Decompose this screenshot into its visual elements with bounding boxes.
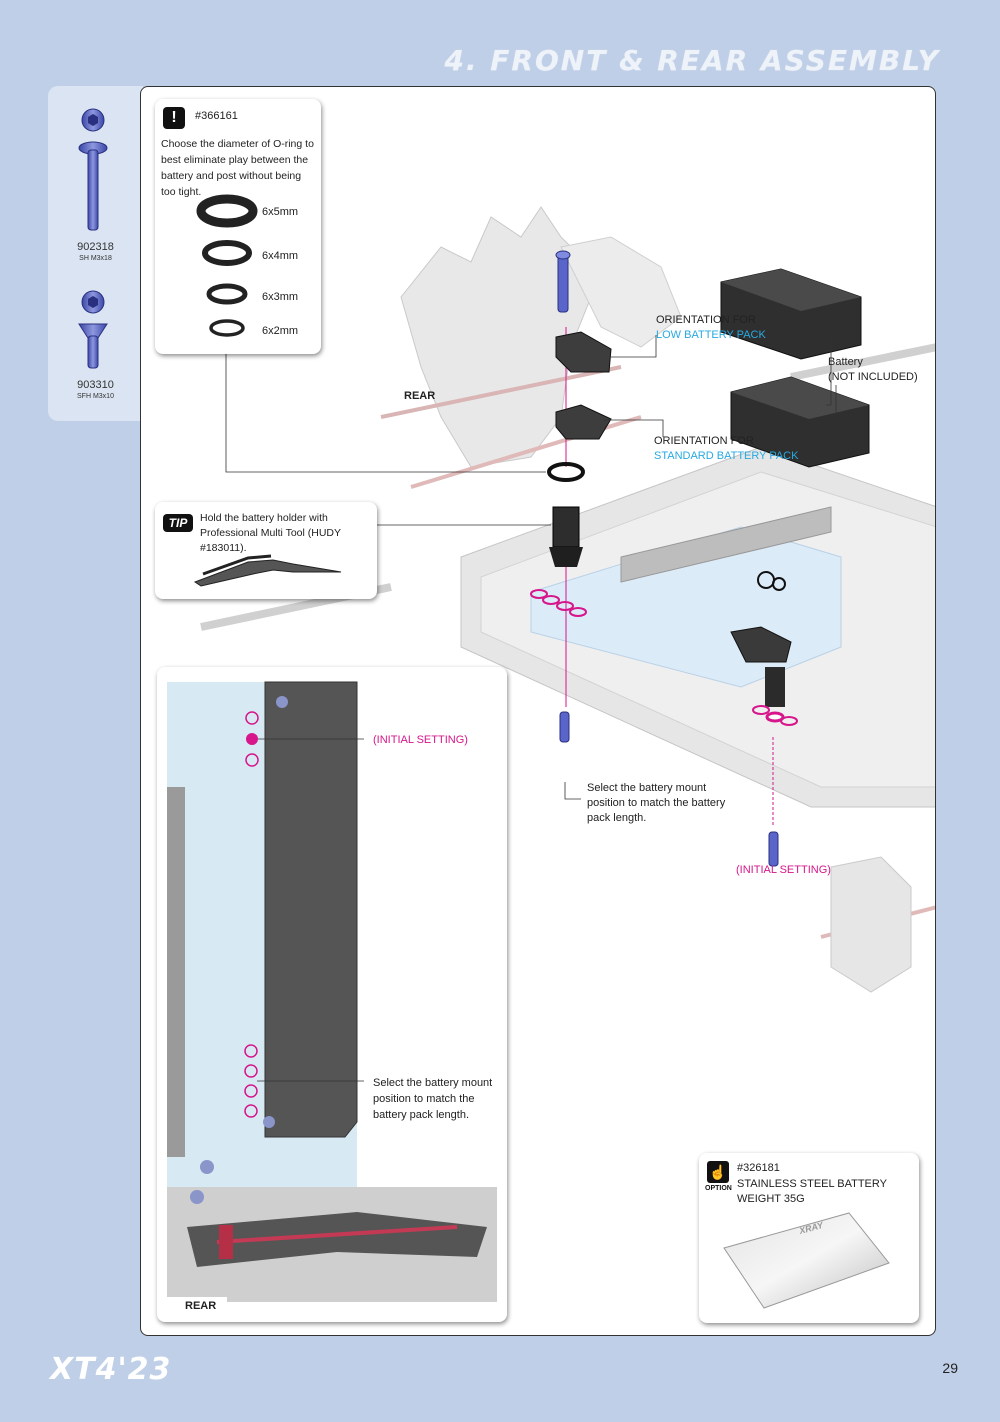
warning-icon: ! xyxy=(163,107,185,129)
chassis-illustration xyxy=(200,206,935,993)
tip-text: Hold the battery holder with Professiona… xyxy=(200,512,341,554)
orientation-low-label: ORIENTATION FOR LOW BATTERY PACK xyxy=(656,313,766,343)
oring-size-2: 6x4mm xyxy=(262,250,299,262)
battery-title: Battery xyxy=(828,356,863,368)
oring-note: Choose the diameter of O-ring to best el… xyxy=(161,138,314,198)
part-number-903310: 903310 xyxy=(77,379,114,391)
detail-select-note: Select the battery mount position to mat… xyxy=(373,1077,493,1121)
orientation-low-value: LOW BATTERY PACK xyxy=(656,329,766,341)
option-name: STAINLESS STEEL BATTERY WEIGHT 35G xyxy=(737,1178,887,1205)
oring-illustrations xyxy=(196,194,258,337)
battery-note: (NOT INCLUDED) xyxy=(828,371,918,383)
battery-label: Battery (NOT INCLUDED) xyxy=(828,355,918,385)
orientation-low-title: ORIENTATION FOR xyxy=(656,314,756,326)
detail-initial-setting: (INITIAL SETTING) xyxy=(373,734,468,746)
oring-card: ! #366161 Choose the diameter of O-ring … xyxy=(155,99,321,354)
part-code-sfh-m3x10: SFH M3x10 xyxy=(77,393,114,400)
thumbs-up-icon: ☝ xyxy=(707,1161,729,1183)
orientation-std-value: STANDARD BATTERY PACK xyxy=(654,450,799,462)
option-card: ☝ OPTION #326181 STAINLESS STEEL BATTERY… xyxy=(699,1153,919,1323)
brand-logo: XT4'23 xyxy=(50,1352,172,1387)
orientation-std-label: ORIENTATION FOR STANDARD BATTERY PACK xyxy=(654,434,798,464)
detail-rear-label: REAR xyxy=(185,1300,217,1312)
option-badge: OPTION xyxy=(705,1185,732,1192)
rear-label: REAR xyxy=(404,390,436,402)
orientation-std-title: ORIENTATION FOR xyxy=(654,435,754,447)
parts-panel: 902318 SH M3x18 903310 SFH M3x10 xyxy=(48,86,143,421)
section-title: 4. FRONT & REAR ASSEMBLY xyxy=(444,44,940,77)
battery-weight-plate xyxy=(723,1212,890,1309)
select-position-note: Select the battery mount position to mat… xyxy=(587,782,726,824)
initial-setting-label: (INITIAL SETTING) xyxy=(736,864,831,876)
option-part-number: #326181 xyxy=(737,1162,780,1174)
part-code-sh-m3x18: SH M3x18 xyxy=(79,255,112,262)
oring-size-1: 6x5mm xyxy=(262,206,299,218)
tip-badge: TIP xyxy=(163,514,193,532)
oring-size-4: 6x2mm xyxy=(262,325,299,337)
oring-size-3: 6x3mm xyxy=(262,291,299,303)
page-number: 29 xyxy=(942,1360,958,1376)
detail-illustration xyxy=(167,681,497,1322)
screw-illustrations xyxy=(78,108,108,369)
oring-part-number: #366161 xyxy=(195,110,238,122)
main-frame: REAR ORIENTATION FOR LOW BATTERY PACK OR… xyxy=(140,86,936,1336)
detail-card: (INITIAL SETTING) Select the battery mou… xyxy=(157,667,507,1322)
multi-tool-icon xyxy=(193,554,342,587)
tip-card: TIP Hold the battery holder with Profess… xyxy=(155,502,377,599)
part-number-902318: 902318 xyxy=(77,241,114,253)
